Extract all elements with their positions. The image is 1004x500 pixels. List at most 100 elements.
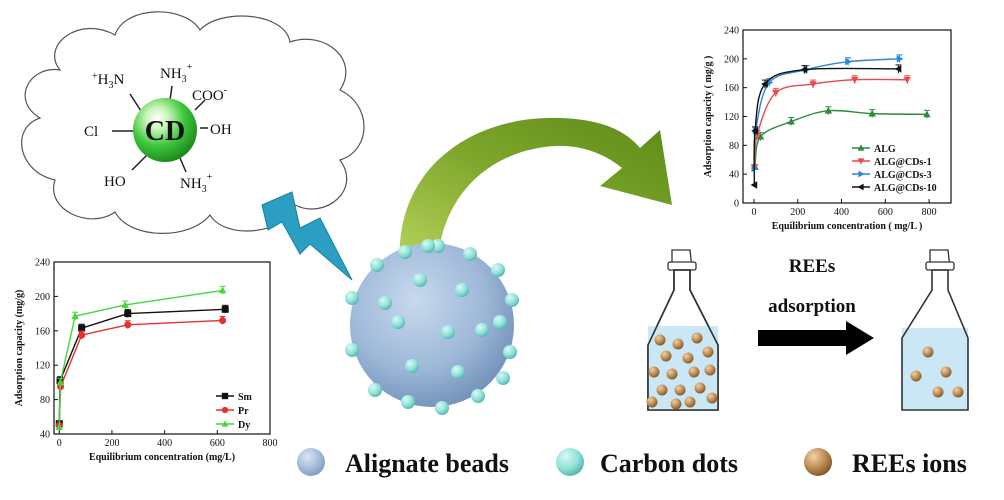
x-axis-label: Equilibrium concentration ( mg/L ) (772, 221, 923, 232)
data-point (124, 321, 132, 329)
ree-ion (702, 346, 714, 358)
series-dy (55, 285, 227, 430)
x-tick-label: 400 (157, 438, 172, 449)
cd-core (133, 98, 197, 162)
y-tick-label: 120 (724, 112, 739, 123)
ree-ion (932, 386, 944, 398)
plot-frame (53, 261, 271, 435)
y-tick-label: 160 (724, 83, 739, 94)
data-point (78, 324, 86, 332)
legend-label: ALG@CDs-3 (874, 170, 932, 181)
y-tick-label: 0 (734, 199, 739, 210)
data-point (809, 81, 817, 88)
data-point (857, 144, 865, 151)
y-tick-label: 80 (729, 141, 739, 152)
x-tick-label: 0 (57, 438, 62, 449)
legend-entry: Sm (216, 392, 253, 403)
carbon-dot (496, 371, 510, 385)
carbon-dot (505, 293, 519, 307)
legend-label: Pr (238, 406, 249, 417)
legend-label: ALG@CDs-10 (874, 183, 937, 194)
y-tick-label: 200 (724, 54, 739, 65)
data-point (787, 117, 795, 125)
x-tick-label: 800 (922, 207, 937, 218)
data-point (121, 301, 129, 308)
ree-ion (691, 332, 703, 344)
x-tick-label: 600 (878, 207, 893, 218)
y-tick-label: 240 (724, 26, 739, 37)
x-tick-label: 400 (834, 207, 849, 218)
data-point (756, 132, 765, 140)
carbon-dot (463, 247, 477, 261)
ree-ion (922, 346, 934, 358)
legend-label: ALG (874, 144, 896, 155)
ree-ion (646, 396, 658, 408)
carbon-dot-cloud: CD +H3N NH3+ COO- Cl OH HO NH3+ (21, 11, 365, 234)
carbon-dot (455, 283, 469, 297)
x-axis-label: Equilibrium concentration (mg/L) (89, 452, 235, 463)
legend-carbon-swatch (556, 448, 584, 476)
data-point (221, 420, 229, 427)
ree-ion (682, 352, 694, 364)
data-point (772, 89, 780, 97)
ree-ion (670, 398, 682, 410)
group-ho: HO (104, 174, 126, 190)
x-tick-label: 600 (210, 438, 225, 449)
legend-rees-swatch (804, 448, 832, 476)
x-tick-label: 200 (104, 438, 119, 449)
legend-label: ALG@CDs-1 (874, 157, 932, 168)
group-oh: OH (210, 122, 232, 138)
data-point (750, 181, 758, 189)
data-point (56, 378, 65, 386)
carbon-dot (503, 345, 517, 359)
carbon-dot (441, 325, 455, 339)
carbon-dot (345, 291, 359, 305)
bottle-after-water (902, 328, 968, 410)
carbon-dot (368, 383, 382, 397)
ree-ion (656, 384, 668, 396)
data-point (221, 305, 229, 313)
legend-carbon-label: Carbon dots (600, 449, 738, 478)
data-point (124, 310, 132, 318)
carbon-dot (475, 323, 489, 337)
group-coo: COO- (192, 85, 227, 104)
ree-ion (706, 392, 718, 404)
y-tick-label: 200 (35, 292, 50, 303)
carbon-dot (378, 296, 392, 310)
carbon-dot (345, 343, 359, 357)
ree-ion (940, 366, 952, 378)
x-tick-label: 0 (751, 207, 756, 218)
y-tick-label: 240 (35, 258, 50, 269)
x-tick-label: 800 (263, 438, 278, 449)
carbon-dot-layer (345, 239, 519, 415)
adsorption-arrow-icon (758, 321, 874, 355)
data-point (218, 286, 227, 294)
data-point (219, 316, 227, 324)
carbon-dot (391, 315, 405, 329)
legend-label: Sm (238, 392, 253, 403)
data-point (858, 170, 865, 178)
series-alg-cds-10 (750, 64, 902, 189)
legend-entry: Dy (216, 420, 250, 431)
data-point (824, 106, 833, 114)
legend-alginate-label: Alignate beads (345, 449, 509, 478)
ree-ion (666, 368, 678, 380)
data-point (78, 331, 86, 339)
bottle-before (646, 249, 719, 411)
ree-ion (694, 382, 706, 394)
rees-ions-after (910, 346, 964, 398)
carbon-dot (413, 273, 427, 287)
bottom-legend: Alignate beads Carbon dots REEs ions (297, 448, 967, 478)
group-h3n: +H3N (92, 71, 124, 92)
data-point (868, 109, 876, 117)
data-point (896, 55, 904, 63)
legend-entry: ALG (852, 144, 896, 155)
carbon-dot (405, 359, 419, 373)
legend-entry: ALG@CDs-3 (852, 170, 932, 181)
legend-entry: ALG@CDs-10 (852, 183, 937, 194)
y-tick-label: 160 (35, 326, 50, 337)
data-point (903, 76, 911, 84)
